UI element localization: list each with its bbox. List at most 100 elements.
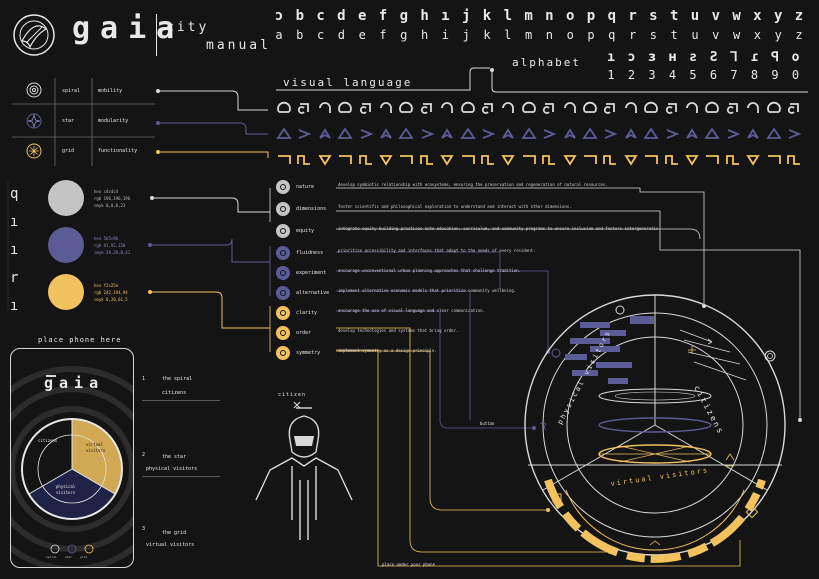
digit: 4 xyxy=(668,68,677,82)
principle-name: dimensions xyxy=(296,206,327,212)
visual-language-icon xyxy=(521,127,537,139)
alphabet-letter: x xyxy=(753,28,761,42)
alphabet-letter: e xyxy=(358,28,366,42)
alphabet-glyph: ɔ xyxy=(274,8,284,24)
alphabet-glyph: l xyxy=(503,8,513,24)
visual-language-icon xyxy=(380,128,392,139)
visual-language-icon xyxy=(459,127,476,139)
alphabet-letter: v xyxy=(712,28,720,42)
visual-language-icon xyxy=(399,101,414,113)
alphabet-letter: l xyxy=(504,28,512,42)
visual-language-icon xyxy=(543,129,557,139)
alphabet-glyph: h xyxy=(420,8,429,24)
icon-row-yellow xyxy=(276,152,811,170)
visual-language-icon xyxy=(624,155,638,166)
visual-language-icon xyxy=(521,101,536,113)
visual-language-icon xyxy=(337,127,353,139)
alphabet-letter: y xyxy=(774,28,782,42)
legend-star-icon xyxy=(26,113,42,133)
visual-language-icon xyxy=(664,155,678,165)
gaia-emblem-icon xyxy=(13,14,55,56)
alphabet-letter: j xyxy=(462,28,470,42)
visual-language-icon xyxy=(502,128,515,139)
visual-language-icon xyxy=(460,101,475,113)
alphabet-letter: w xyxy=(732,28,741,42)
legend-symbol-1: spiral xyxy=(62,88,81,94)
alphabet-letter: c xyxy=(316,28,325,42)
digit-glyph: ꓶ xyxy=(730,50,738,65)
legend-label-1: mobility xyxy=(98,88,123,94)
phone-sector-virtual: virtual visitors xyxy=(86,442,106,453)
phone-legend-title-3: the grid xyxy=(162,530,187,536)
phone-sector-citizens: citizens xyxy=(38,438,58,443)
digit-glyph: ꟼ xyxy=(771,50,779,65)
digit-glyph: ɜ xyxy=(648,50,656,65)
visual-language-icon xyxy=(358,155,372,165)
alphabet-glyph: s xyxy=(649,8,658,24)
principle-icon xyxy=(276,180,290,194)
legend-symbol-2: star xyxy=(62,118,75,124)
brand-subtitle-city: city xyxy=(166,20,210,35)
alphabet-glyph: z xyxy=(794,8,804,24)
principle-name: order xyxy=(296,330,312,336)
brand-title: gaia xyxy=(72,11,185,46)
visual-language-icon xyxy=(379,155,393,166)
principle-text: prioritize accessibility and interfaces … xyxy=(338,248,536,253)
visual-language-icon xyxy=(788,129,802,139)
swatch-yellow xyxy=(48,274,84,310)
principle-icon xyxy=(276,326,290,340)
alphabet-letter: g xyxy=(400,28,408,42)
alphabet-heading: alphabet xyxy=(512,56,581,69)
alphabet-letter: p xyxy=(587,28,595,42)
visual-language-icon xyxy=(747,128,759,139)
principle-icon xyxy=(276,346,290,360)
principle-text: implement symmetry as a design principle… xyxy=(338,348,437,353)
alphabet-letter: q xyxy=(608,28,616,42)
alphabet-glyph: y xyxy=(773,8,783,24)
visual-language-icon xyxy=(359,103,371,114)
alphabet-glyph: m xyxy=(524,8,533,24)
principle-text: foster scientific and philosophical expl… xyxy=(338,204,572,209)
visual-language-icon xyxy=(747,102,760,113)
principle-icon xyxy=(276,224,290,238)
digit-glyph: ı xyxy=(607,50,615,65)
alphabet-glyph: q xyxy=(607,8,617,24)
principle-icon xyxy=(276,306,290,320)
swatch-purple xyxy=(48,227,84,263)
visual-language-icon xyxy=(482,129,496,139)
digit-glyph: ƨ xyxy=(689,50,697,65)
digit: 2 xyxy=(627,68,636,82)
visual-language-icon xyxy=(543,103,555,114)
visual-language-icon xyxy=(297,155,311,165)
wheel-bottom-note: place under your phone xyxy=(382,562,435,567)
wheel-button-label[interactable]: button xyxy=(480,421,495,426)
alphabet-letter: m xyxy=(524,28,533,42)
digit: 5 xyxy=(689,68,697,82)
citizen-figure xyxy=(255,407,353,540)
alphabet-glyph: g xyxy=(399,8,409,24)
visual-language-icon xyxy=(419,155,433,165)
visual-language-icon xyxy=(706,155,720,164)
visual-language-icon xyxy=(563,128,576,139)
alphabet-glyph: w xyxy=(732,8,741,24)
visual-language-icon xyxy=(481,155,494,165)
visual-language-icon xyxy=(421,129,435,139)
visual-language-icon xyxy=(582,127,598,139)
visual-language-icon xyxy=(787,155,800,165)
legend-symbol-3: grid xyxy=(62,148,75,154)
alphabet-glyph: c xyxy=(316,8,325,24)
alphabet-glyph: o xyxy=(565,8,575,24)
principle-icon xyxy=(276,286,290,300)
visual-language-icon xyxy=(338,101,353,113)
visual-language-icon xyxy=(766,101,781,113)
principle-name: symmetry xyxy=(296,350,321,356)
alphabet-letter: z xyxy=(795,28,803,42)
phone-legend-title-1: the spiral xyxy=(162,376,193,382)
visual-language-icon xyxy=(686,128,698,139)
visual-language-icon xyxy=(501,155,516,166)
